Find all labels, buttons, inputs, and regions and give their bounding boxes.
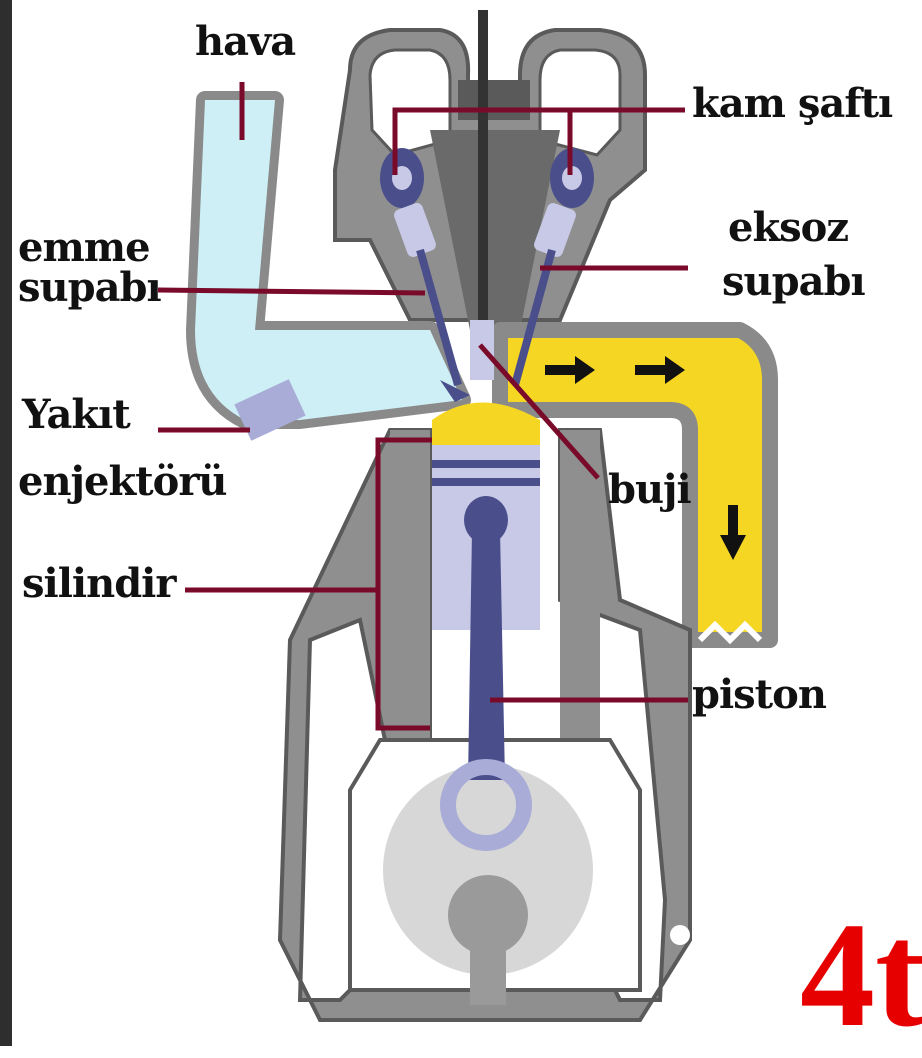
corner-text: 4t	[800, 900, 922, 1050]
label-hava: hava	[195, 22, 295, 62]
label-eksoz-line2: supabı	[722, 262, 865, 302]
label-silindir: silindir	[22, 564, 175, 604]
leader-emme	[158, 290, 425, 293]
label-emme-line1: emme	[18, 228, 150, 268]
label-buji: buji	[608, 470, 691, 510]
label-yakit-line2: enjektörü	[18, 462, 226, 502]
label-yakit-line1: Yakıt	[22, 395, 130, 435]
label-piston: piston	[692, 675, 826, 715]
label-emme-line2: supabı	[18, 268, 161, 308]
label-eksoz-line1: eksoz	[728, 208, 848, 248]
label-kam-saftu: kam şaftı	[692, 84, 892, 124]
